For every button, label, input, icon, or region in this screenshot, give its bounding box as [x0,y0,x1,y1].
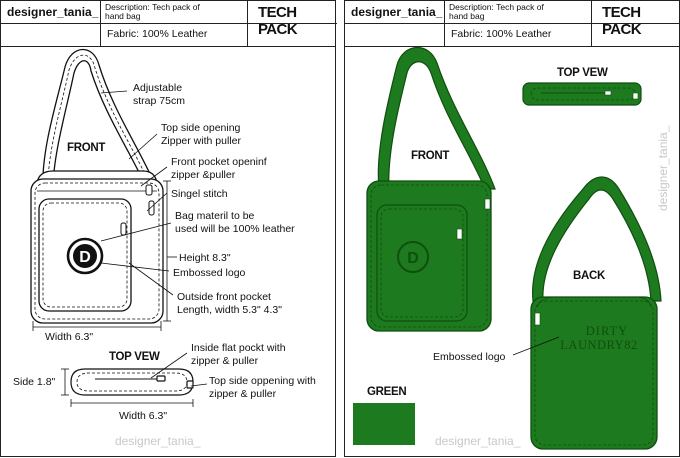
fabric-spec: Fabric: 100% Leather [101,24,248,47]
top-view-drawing [70,368,194,396]
front-pocket-callout-line-1: Front pocket openinf [171,156,267,168]
designer-brand: designer_tania_ [1,1,101,24]
logo-callout-leader [512,336,560,356]
material-callout-line-2: used will be 100% leather [175,223,295,235]
watermark: designer_tania_ [115,434,201,448]
swatch-label: GREEN [367,386,406,398]
description: Description: Tech pack of hand bag [445,1,592,24]
blank-cell [1,24,101,47]
top-view-leaders [61,352,208,407]
back-embossed-text-line-2: LAUNDRY82 [560,338,637,352]
description: Description: Tech pack of hand bag [101,1,248,24]
strap-callout-line-2: strap 75cm [133,95,185,107]
back-view-green: DIRTY LAUNDRY82 [530,176,662,450]
technical-drawing: D FRONT Adjustable strap 75cm Top side o… [13,48,316,448]
description-line-1: Description: Tech pack of [449,2,544,12]
width-callout: Width 6.3" [45,331,93,343]
back-embossed-text-line-1: DIRTY [586,324,628,338]
color-swatch [353,403,415,445]
title-block: designer_tania_ Description: Tech pack o… [1,1,337,47]
callout-leaders [32,90,177,331]
logo-letter: D [79,249,91,266]
top-view-heading: TOP VEW [109,351,160,363]
logo-callout: Embossed logo [173,267,246,279]
designer-brand: designer_tania_ [345,1,445,24]
front-pocket-callout-line-2: zipper &puller [171,169,236,181]
tech-pack-sheet-color: designer_tania_ Description: Tech pack o… [344,0,680,457]
top-view-heading: TOP VEW [557,67,608,79]
back-heading: BACK [573,270,606,282]
top-zip-callout-line-1: Top side opening [161,122,241,134]
top-zip-callout-line-2: Zipper with puller [161,135,241,147]
top-view-width-callout: Width 6.3" [119,410,167,422]
stitch-callout: Singel stitch [171,188,228,200]
inside-pocket-callout-line-2: zipper & puller [191,355,259,367]
front-heading: FRONT [67,142,105,154]
tech-pack-title: TECH PACK [592,1,680,38]
watermark: designer_tania_ [435,434,521,448]
strap-outline [42,48,158,190]
description-line-2: hand bag [449,11,485,21]
tech-pack-title: TECH PACK [248,1,337,38]
logo-letter: D [407,250,419,267]
outside-pocket-callout-line-2: Length, width 5.3" 4.3" [177,304,282,316]
color-drawing: TOP VEW D FRONT DIRTY [353,46,670,450]
inside-pocket-callout-line-1: Inside flat pockt with [191,342,286,354]
side-callout: Side 1.8" [13,376,56,388]
zipper-pullers [120,184,155,236]
blank-cell [345,24,445,47]
description-line-1: Description: Tech pack of [105,2,200,12]
height-callout: Height 8.3" [179,252,231,264]
side-watermark: designer_tania_ [656,125,670,211]
front-heading: FRONT [411,150,449,162]
top-view-green [522,82,642,106]
material-callout-line-1: Bag materil to be [175,210,255,222]
logo-callout: Embossed logo [433,351,506,363]
top-zip-view-callout-line-1: Top side oppening with [209,375,316,387]
tech-pack-sheet-line-drawing: designer_tania_ Description: Tech pack o… [0,0,337,457]
title-block: designer_tania_ Description: Tech pack o… [345,1,680,47]
bag-body [30,170,164,324]
description-line-2: hand bag [105,11,141,21]
strap-callout-line-1: Adjustable [133,82,182,94]
top-zip-view-callout-line-2: zipper & puller [209,388,277,400]
embossed-logo: D [66,237,104,275]
fabric-spec: Fabric: 100% Leather [445,24,592,47]
outside-pocket-callout-line-1: Outside front pocket [177,291,271,303]
front-view-green: D [366,46,496,332]
